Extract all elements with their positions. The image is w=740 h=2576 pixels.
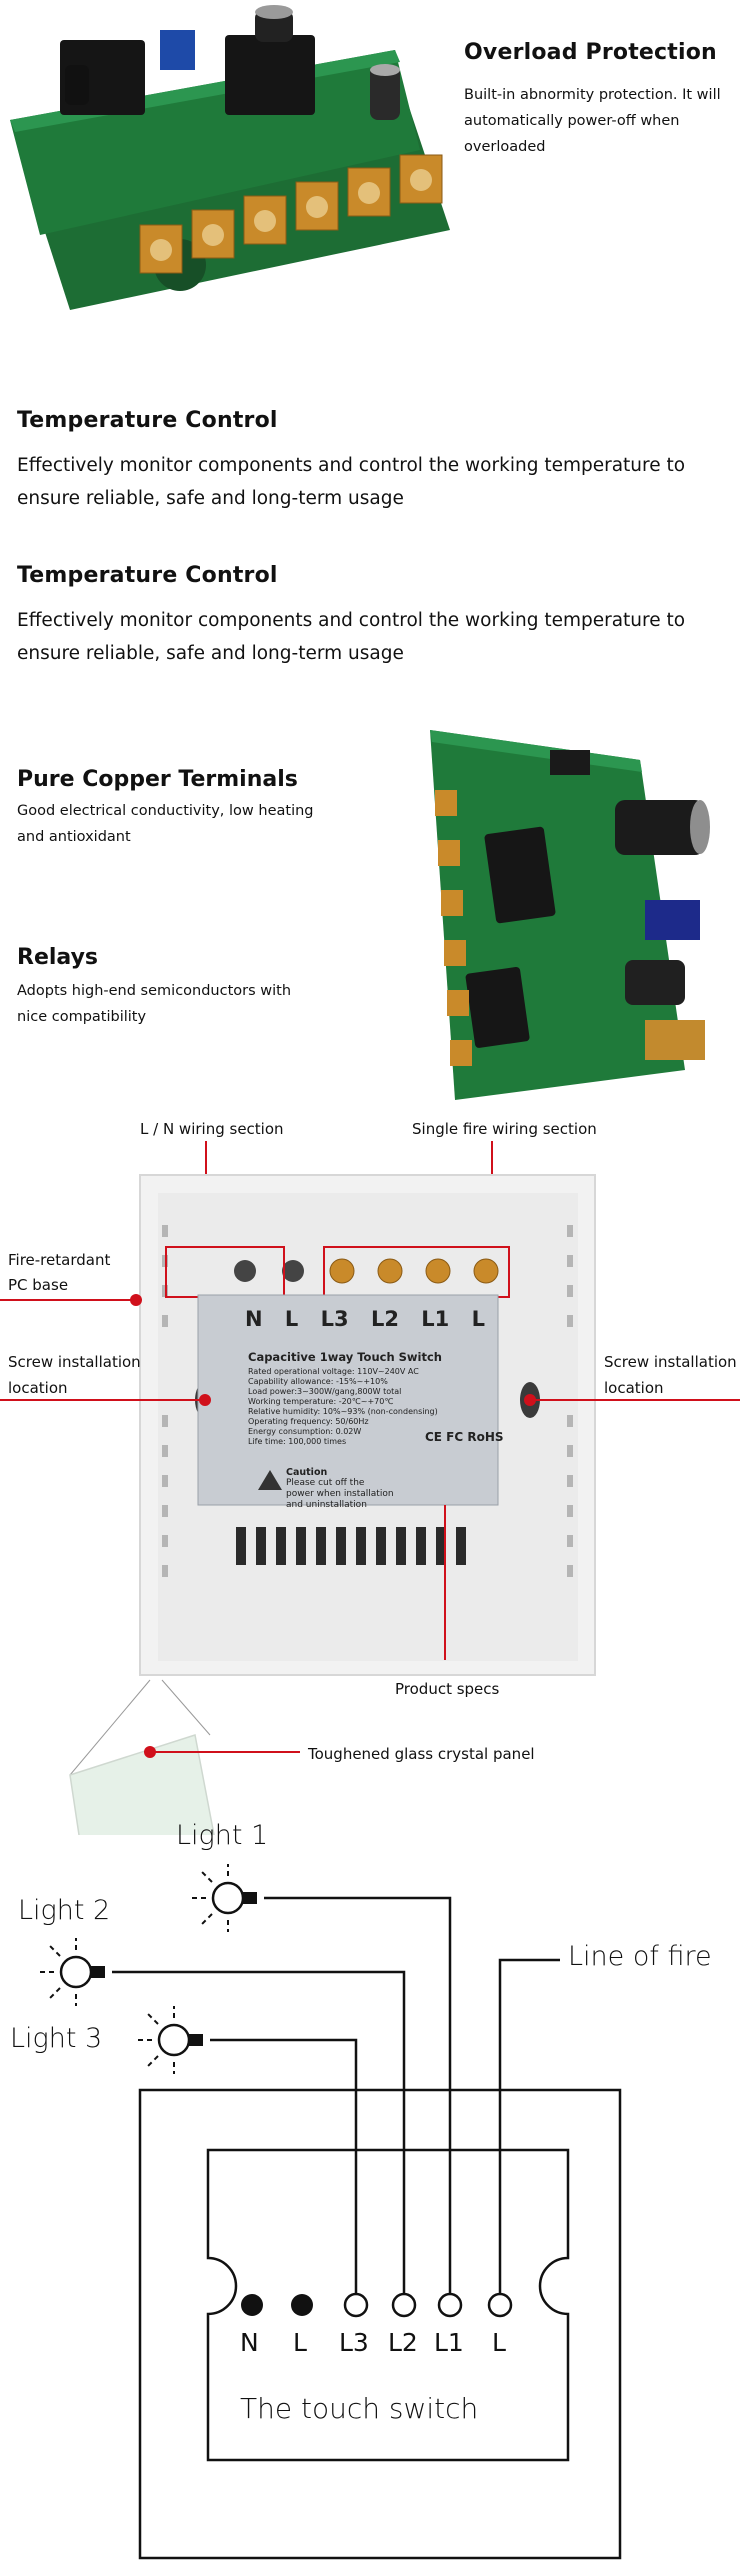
diagram-terminal-l2: L2 bbox=[388, 2328, 418, 2357]
line-of-fire-label: Line of fire bbox=[568, 1941, 712, 1972]
diagram-terminal-labels: N L L3 L2 L1 L bbox=[236, 2328, 516, 2360]
diagram-terminal-l1: L1 bbox=[434, 2328, 464, 2357]
side-pcb-image bbox=[400, 720, 740, 1110]
overload-text-line1: Built-in abnormity protection. It will bbox=[464, 87, 721, 103]
diagram-terminal-n: N bbox=[240, 2328, 259, 2357]
temperature-text-2-line1: Effectively monitor components and contr… bbox=[17, 610, 686, 631]
back-terminal-l2: L2 bbox=[370, 1307, 399, 1331]
temperature-title-1: Temperature Control bbox=[17, 408, 278, 433]
fire-retardant-label-2: PC base bbox=[8, 1276, 69, 1294]
spec-label: Capacitive 1way Touch Switch Rated opera… bbox=[248, 1350, 488, 1447]
caution-line-3: and uninstallation bbox=[286, 1500, 367, 1510]
overload-text-line2: automatically power-off when bbox=[464, 113, 680, 129]
spec-line-2: Capability allowance: -15%~+10% bbox=[248, 1377, 388, 1386]
diagram-terminal-l: L bbox=[293, 2328, 307, 2357]
back-terminal-l: L bbox=[284, 1307, 299, 1331]
caution-title: Caution bbox=[286, 1467, 328, 1478]
ln-wiring-label: L / N wiring section bbox=[140, 1120, 284, 1138]
wiring-diagram-svg bbox=[40, 1864, 622, 2560]
back-terminal-labels: N L L3 L2 L1 L bbox=[245, 1307, 485, 1331]
bulb-3-icon bbox=[138, 2006, 203, 2074]
copper-title: Pure Copper Terminals bbox=[17, 767, 298, 792]
light-1-label: Light 1 bbox=[176, 1820, 269, 1851]
temperature-text-1-line1: Effectively monitor components and contr… bbox=[17, 455, 686, 476]
overload-title: Overload Protection bbox=[464, 40, 717, 65]
screw-left-label-1: Screw installation bbox=[8, 1353, 141, 1371]
spec-line-3: Load power:3~300W/gang,800W total bbox=[248, 1387, 402, 1396]
single-fire-label: Single fire wiring section bbox=[412, 1120, 597, 1138]
copper-text-line2: and antioxidant bbox=[17, 829, 131, 845]
spec-line-4: Working temperature: -20℃~+70℃ bbox=[248, 1397, 394, 1406]
spec-line-6: Operating frequency: 50/60Hz bbox=[248, 1417, 369, 1426]
copper-text-line1: Good electrical conductivity, low heatin… bbox=[17, 803, 314, 819]
touch-switch-label: The touch switch bbox=[240, 2392, 479, 2425]
temperature-text-1-line2: ensure reliable, safe and long-term usag… bbox=[17, 488, 404, 509]
product-specs-label: Product specs bbox=[395, 1680, 500, 1698]
spec-line-1: Rated operational voltage: 110V~240V AC bbox=[248, 1367, 419, 1376]
caution-line-1: Please cut off the bbox=[286, 1478, 365, 1488]
overload-text-line3: overloaded bbox=[464, 139, 546, 155]
spec-line-5: Relative humidity: 10%~93% (non-condensi… bbox=[248, 1407, 438, 1416]
back-terminal-l-fire: L bbox=[471, 1307, 485, 1331]
temperature-text-2-line2: ensure reliable, safe and long-term usag… bbox=[17, 643, 404, 664]
light-2-label: Light 2 bbox=[18, 1895, 111, 1926]
relays-text-line1: Adopts high-end semiconductors with bbox=[17, 983, 292, 999]
glass-panel-label: Toughened glass crystal panel bbox=[308, 1745, 535, 1763]
caution-icon bbox=[258, 1470, 282, 1490]
fire-retardant-label-1: Fire-retardant bbox=[8, 1251, 111, 1269]
back-terminal-l1: L1 bbox=[421, 1307, 450, 1331]
screw-left-label-2: location bbox=[8, 1379, 68, 1397]
switch-back-panel bbox=[0, 1135, 740, 1876]
screw-right-label-1: Screw installation bbox=[604, 1353, 737, 1371]
relays-text-line2: nice compatibility bbox=[17, 1009, 147, 1025]
spec-line-7: Energy consumption: 0.02W bbox=[248, 1427, 362, 1436]
back-terminal-n: N bbox=[245, 1307, 263, 1331]
bulb-1-icon bbox=[192, 1864, 257, 1932]
spec-label-title: Capacitive 1way Touch Switch bbox=[248, 1350, 442, 1364]
overload-pcb-image bbox=[0, 0, 460, 330]
temperature-title-2: Temperature Control bbox=[17, 563, 278, 588]
caution-line-2: power when installation bbox=[286, 1489, 394, 1499]
bulb-2-icon bbox=[40, 1938, 105, 2006]
caution-block: Caution Please cut off the power when in… bbox=[286, 1467, 394, 1511]
wiring-diagram bbox=[0, 1820, 740, 2572]
screw-right-label-2: location bbox=[604, 1379, 664, 1397]
relays-title: Relays bbox=[17, 945, 99, 970]
certification-marks: CE FC RoHS bbox=[425, 1430, 504, 1444]
back-terminal-l3: L3 bbox=[320, 1307, 349, 1331]
diagram-terminal-l3: L3 bbox=[339, 2328, 369, 2357]
light-3-label: Light 3 bbox=[10, 2023, 103, 2054]
diagram-terminal-l-fire: L bbox=[492, 2328, 506, 2357]
spec-line-8: Life time: 100,000 times bbox=[248, 1437, 347, 1446]
